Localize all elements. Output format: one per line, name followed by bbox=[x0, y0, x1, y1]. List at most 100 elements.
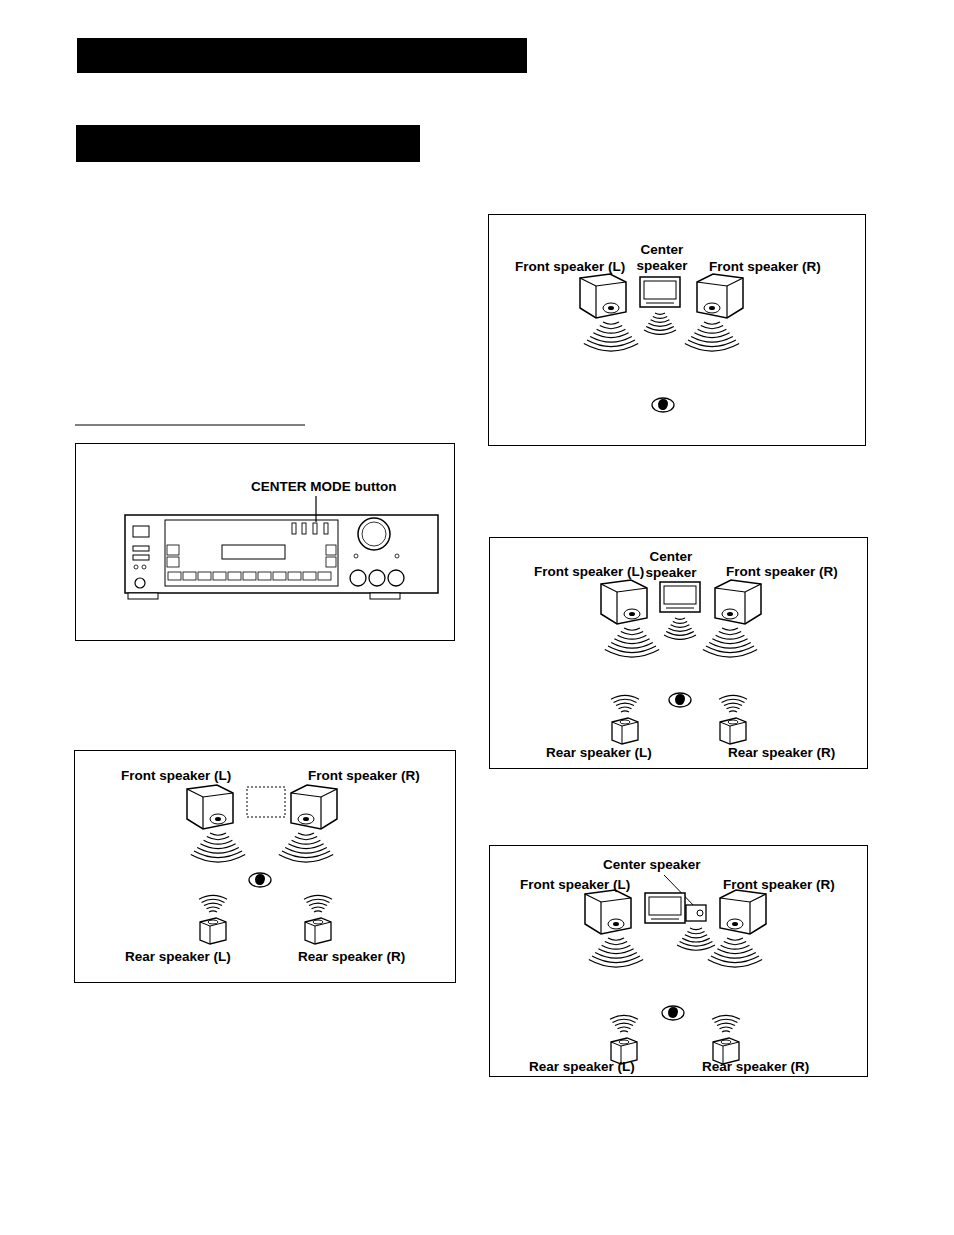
sound-wave bbox=[644, 330, 676, 334]
sound-wave bbox=[314, 911, 322, 912]
sound-wave bbox=[621, 632, 643, 635]
sound-wave bbox=[282, 851, 330, 858]
speaker-icon bbox=[187, 785, 233, 829]
sound-wave bbox=[724, 942, 746, 945]
sound-wave bbox=[608, 646, 656, 653]
sound-wave bbox=[646, 327, 674, 331]
sound-wave bbox=[688, 340, 736, 347]
sound-wave bbox=[698, 329, 727, 333]
sound-wave bbox=[593, 333, 628, 338]
receiver-illustration bbox=[125, 515, 438, 599]
sound-wave bbox=[709, 642, 751, 648]
speaker-cone bbox=[697, 910, 703, 916]
speaker-icon bbox=[697, 274, 743, 318]
sound-wave bbox=[292, 840, 321, 844]
sound-wave bbox=[288, 844, 323, 849]
sound-wave bbox=[708, 960, 762, 967]
sound-wave bbox=[675, 618, 685, 619]
sound-wave bbox=[691, 336, 733, 342]
speaker-label: Center speaker bbox=[631, 242, 693, 274]
speaker-label: Center speaker bbox=[603, 857, 701, 873]
speaker-label: Front speaker (R) bbox=[726, 564, 838, 580]
diagram-panel: CENTER MODE button bbox=[75, 443, 455, 641]
speaker-icon bbox=[612, 718, 638, 744]
sound-wave bbox=[592, 956, 640, 963]
sound-wave bbox=[712, 1015, 740, 1019]
sound-wave bbox=[589, 960, 643, 967]
sound-wave bbox=[210, 833, 226, 835]
sound-wave bbox=[716, 635, 745, 639]
sound-wave bbox=[722, 699, 745, 702]
sound-wave bbox=[191, 855, 245, 862]
sound-wave bbox=[711, 956, 759, 963]
listener-icon bbox=[662, 1006, 684, 1020]
sound-wave bbox=[207, 907, 220, 909]
sound-wave bbox=[701, 326, 723, 329]
speaker-icon bbox=[200, 918, 226, 944]
diagram-panel: Center speakerFront speaker (L)Front spe… bbox=[489, 537, 868, 769]
sound-wave bbox=[600, 326, 622, 329]
sound-wave bbox=[207, 837, 229, 840]
sound-wave bbox=[685, 344, 739, 351]
sound-wave bbox=[209, 911, 217, 912]
sound-wave bbox=[719, 695, 747, 699]
speaker-label: Rear speaker (R) bbox=[702, 1059, 809, 1075]
sound-wave bbox=[619, 707, 632, 709]
sound-wave bbox=[200, 844, 235, 849]
sound-wave bbox=[309, 903, 327, 905]
header-bar bbox=[76, 125, 420, 162]
sound-wave bbox=[722, 1031, 730, 1032]
sound-wave bbox=[694, 333, 729, 338]
sound-wave bbox=[304, 895, 332, 899]
sound-wave bbox=[727, 938, 743, 940]
sound-wave bbox=[605, 650, 659, 657]
sound-wave bbox=[197, 847, 239, 853]
sound-wave bbox=[595, 952, 637, 958]
sound-wave bbox=[618, 635, 647, 639]
speaker-label: Rear speaker (L) bbox=[125, 949, 231, 965]
sound-wave bbox=[687, 931, 704, 933]
sound-wave bbox=[719, 632, 741, 635]
sound-wave bbox=[680, 942, 713, 947]
diagram-panel: Center speakerFront speaker (L)Front spe… bbox=[489, 845, 868, 1077]
sound-wave bbox=[677, 945, 715, 950]
speaker-label: Front speaker (L) bbox=[515, 259, 625, 275]
sound-wave bbox=[298, 833, 314, 835]
diagram-panel: Front speaker (L)Front speaker (R)Rear s… bbox=[74, 750, 456, 983]
sound-wave bbox=[611, 695, 639, 699]
sound-wave bbox=[715, 1019, 738, 1022]
sound-wave bbox=[615, 1023, 633, 1025]
sound-wave bbox=[614, 639, 649, 644]
speaker-layout bbox=[187, 274, 766, 1064]
speaker-icon bbox=[715, 580, 761, 624]
speaker-label: Front speaker (R) bbox=[723, 877, 835, 893]
speaker-icon bbox=[645, 893, 685, 923]
sound-wave bbox=[602, 945, 631, 949]
speaker-icon bbox=[601, 580, 647, 624]
sound-wave bbox=[648, 323, 671, 326]
sound-wave bbox=[727, 707, 740, 709]
speaker-icon bbox=[585, 890, 631, 934]
sound-wave bbox=[285, 847, 327, 853]
sound-wave bbox=[603, 322, 619, 324]
speaker-label: Front speaker (L) bbox=[534, 564, 644, 580]
sound-wave bbox=[624, 628, 640, 630]
sound-wave bbox=[655, 313, 665, 314]
sound-wave bbox=[307, 899, 330, 902]
sound-wave bbox=[720, 1027, 733, 1029]
sound-wave bbox=[666, 632, 694, 636]
speaker-icon bbox=[720, 890, 766, 934]
sound-wave bbox=[616, 703, 634, 705]
speaker-label: Rear speaker (R) bbox=[298, 949, 405, 965]
sound-wave bbox=[613, 1019, 636, 1022]
sound-wave bbox=[610, 1015, 638, 1019]
sound-wave bbox=[605, 942, 627, 945]
sound-wave bbox=[204, 840, 233, 844]
sound-wave bbox=[724, 703, 742, 705]
sound-wave bbox=[590, 336, 632, 342]
listener-icon bbox=[652, 398, 674, 412]
speaker-icon bbox=[291, 785, 337, 829]
listener-icon bbox=[249, 873, 271, 887]
speaker-label: Rear speaker (L) bbox=[529, 1059, 635, 1075]
sound-wave bbox=[584, 344, 638, 351]
